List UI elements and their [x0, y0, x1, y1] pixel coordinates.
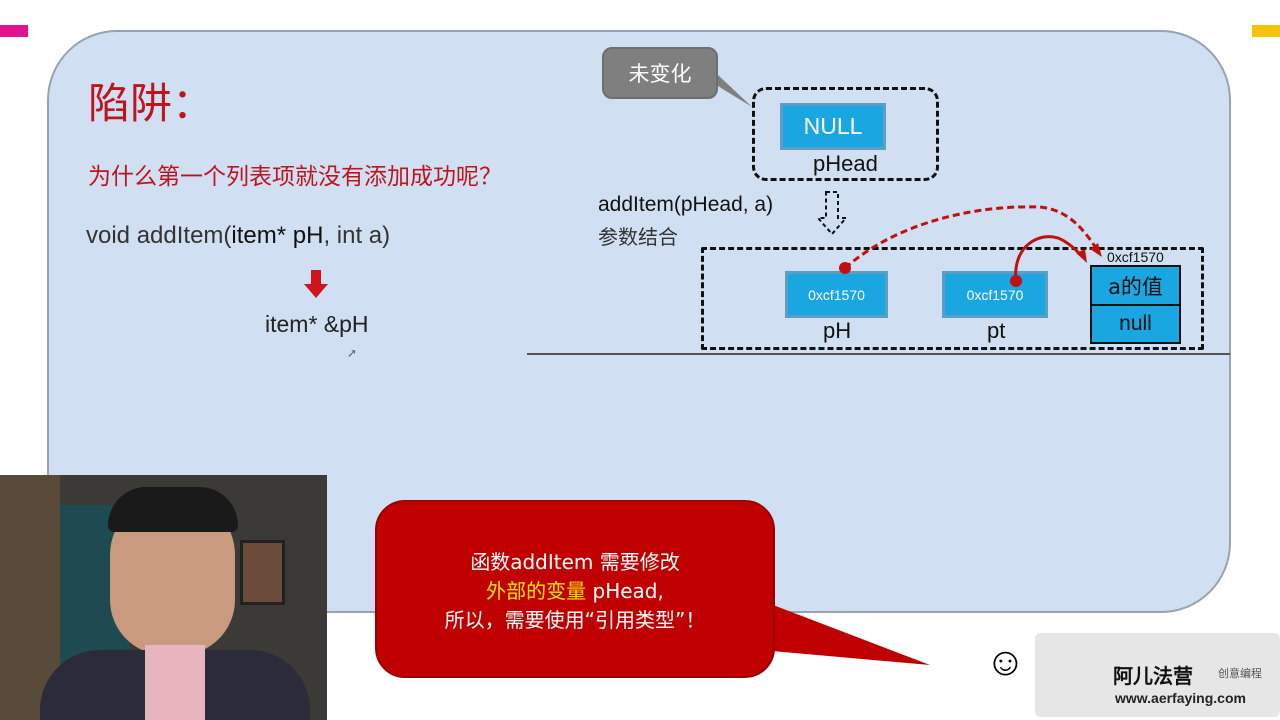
dashed-down-arrow-icon: [815, 191, 849, 236]
signature-param: item* pH: [231, 222, 324, 249]
divider-line: [527, 353, 1230, 355]
slide-title: 陷阱：: [88, 79, 215, 128]
corner-marker-yellow: [1252, 25, 1280, 37]
pt-pointer-dot: [1010, 275, 1022, 287]
phead-label: pHead: [813, 151, 878, 176]
phead-scope: [752, 87, 939, 181]
callout-line-2: 外部的变量 pHead,: [377, 577, 773, 606]
down-arrow-icon: [304, 270, 328, 298]
webcam-video: [0, 475, 327, 720]
ph-pointer-arrow: [844, 205, 1098, 270]
ph-arrowhead: [1090, 243, 1102, 257]
logo-url: www.aerfaying.com: [1115, 690, 1246, 706]
logo-banner: [1035, 633, 1280, 717]
corner-marker-magenta: [0, 25, 28, 37]
node-next: null: [1090, 304, 1181, 344]
slide-question: 为什么第一个列表项就没有添加成功呢？: [88, 164, 502, 190]
explanation-callout: 函数addItem 需要修改 外部的变量 pHead, 所以，需要使用“引用类型…: [375, 500, 775, 678]
unchanged-callout: 未变化: [602, 47, 718, 99]
presenter-collar: [145, 645, 205, 720]
callout-line-2-rest: pHead,: [586, 579, 664, 603]
mouse-cursor-icon: ➚: [347, 346, 358, 360]
pt-arrowhead: [1076, 249, 1087, 263]
brand-logo: ☺ 阿儿法营 创意编程 www.aerfaying.com: [985, 630, 1280, 720]
ph-box: 0xcf1570: [785, 271, 888, 318]
function-signature: void addItem(item* pH, int a): [86, 222, 390, 250]
call-label: addItem(pHead, a): [598, 193, 774, 216]
reference-form: item* &pH: [265, 311, 369, 337]
red-callout-tail: [760, 600, 930, 665]
signature-prefix: void addItem(: [86, 222, 232, 249]
pt-label: pt: [987, 318, 1006, 343]
pt-pointer-arrow: [1014, 235, 1084, 283]
mascot-icon: ☺: [985, 640, 1026, 684]
node-data: a的值: [1090, 265, 1181, 306]
callout-line-3: 所以，需要使用“引用类型”！: [444, 608, 706, 632]
wall-picture: [240, 540, 285, 605]
logo-brand: 阿儿法营: [1113, 664, 1193, 688]
pt-box: 0xcf1570: [942, 271, 1048, 318]
binding-label: 参数结合: [598, 225, 678, 249]
phead-box: NULL: [780, 103, 886, 150]
node-address: 0xcf1570: [1107, 249, 1164, 265]
callout-highlight: 外部的变量: [486, 579, 587, 603]
presenter-hair: [108, 487, 238, 532]
function-scope: [701, 247, 1204, 350]
ph-pointer-dot: [839, 262, 851, 274]
callout-line-1: 函数addItem 需要修改: [470, 550, 680, 574]
logo-tagline: 创意编程: [1218, 667, 1262, 680]
ph-label: pH: [823, 318, 852, 343]
signature-suffix: , int a): [323, 222, 391, 249]
